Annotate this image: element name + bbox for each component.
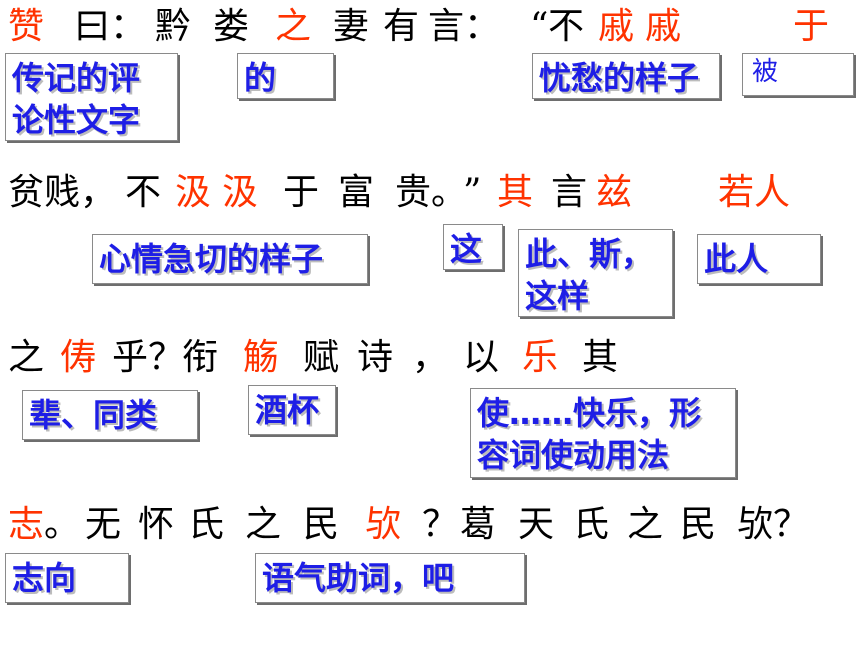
keyword-yu: 于 <box>793 6 830 47</box>
passage-line-1: 赞 曰： 黔 娄 之 妻 有 言： “ 不 戚 戚 于 <box>0 7 860 47</box>
passage-word: 民 <box>303 504 340 545</box>
passage-word: 欤？ <box>737 504 810 545</box>
gloss-box-le: 使……快乐，形 容词使动用法 <box>470 388 736 478</box>
passage-line-3: 之 俦 乎？ 衔 觞 赋 诗 ， 以 乐 其 <box>0 338 860 378</box>
passage-word: 诗 <box>357 337 394 378</box>
keyword-zhi: 之 <box>275 6 312 47</box>
gloss-text: 被 <box>752 57 779 87</box>
passage-word: 葛 <box>460 504 497 545</box>
gloss-text: 心情急切的样子 <box>99 240 324 278</box>
gloss-box-chou: 辈、同类 <box>22 390 198 440</box>
gloss-box-zhi: 的 <box>237 53 334 99</box>
gloss-text: 此、斯， <box>525 235 654 273</box>
passage-word: 贫贱， <box>8 172 117 213</box>
passage-word: 乎？ <box>112 337 185 378</box>
gloss-box-zan: 传记的评 论性文字 <box>5 53 178 141</box>
close-quote: ” <box>463 172 482 213</box>
gloss-text: 的 <box>244 59 277 97</box>
passage-word: 天 <box>518 504 555 545</box>
passage-line-4: 志 。 无 怀 氏 之 民 欤 ？ 葛 天 氏 之 民 欤？ <box>0 505 860 545</box>
passage-word: ， <box>412 337 449 378</box>
passage-word: 于 <box>283 172 320 213</box>
keyword-zhi-aspiration: 志 <box>8 504 45 545</box>
passage-word: 曰： <box>74 6 147 47</box>
gloss-box-yu-particle: 语气助词，吧 <box>255 553 525 603</box>
keyword-ji-1: 汲 <box>175 172 212 213</box>
gloss-text: 辈、同类 <box>29 396 158 434</box>
passage-word: 氏 <box>188 504 225 545</box>
passage-word: 妻 <box>333 6 370 47</box>
passage-word: 之 <box>627 504 664 545</box>
gloss-box-ruoren: 此人 <box>697 234 821 284</box>
keyword-ruoren: 若人 <box>718 172 791 213</box>
gloss-box-qiqi: 忧愁的样子 <box>532 53 720 99</box>
keyword-qi-1: 戚 <box>598 6 635 47</box>
passage-word: 不 <box>548 6 585 47</box>
keyword-zan: 赞 <box>8 6 45 47</box>
gloss-box-zhi-aspiration: 志向 <box>5 553 129 603</box>
passage-line-2: 贫贱， 不 汲 汲 于 富 贵。 ” 其 言 兹 若人 <box>0 173 860 213</box>
gloss-text: 志向 <box>12 559 77 597</box>
keyword-qi-2: 戚 <box>645 6 682 47</box>
gloss-box-jiji: 心情急切的样子 <box>92 234 368 284</box>
keyword-le: 乐 <box>522 337 559 378</box>
gloss-text: 论性文字 <box>12 101 141 139</box>
passage-word: 无 <box>85 504 122 545</box>
gloss-box-shang: 酒杯 <box>248 385 336 435</box>
passage-word: 之 <box>245 504 282 545</box>
passage-word: 。 <box>44 504 81 545</box>
passage-word: 衔 <box>182 337 219 378</box>
gloss-text: 此人 <box>704 240 769 278</box>
gloss-box-qi: 这 <box>443 224 503 270</box>
gloss-box-yu: 被 <box>742 53 854 96</box>
gloss-text: 容词使动用法 <box>477 436 670 474</box>
keyword-ji-2: 汲 <box>222 172 259 213</box>
passage-word: 黔 <box>155 6 192 47</box>
passage-word: 言 <box>551 172 588 213</box>
keyword-chou: 俦 <box>60 337 97 378</box>
gloss-text: 忧愁的样子 <box>539 59 700 97</box>
passage-word: 氏 <box>573 504 610 545</box>
gloss-text: 酒杯 <box>255 391 320 429</box>
gloss-box-zi: 此、斯， 这样 <box>518 229 673 317</box>
open-quote: “ <box>530 6 549 47</box>
keyword-qi-pronoun: 其 <box>497 172 534 213</box>
passage-word: 怀 <box>138 504 175 545</box>
passage-word: 不 <box>125 172 162 213</box>
passage-word: 富 <box>338 172 375 213</box>
keyword-yu-particle: 欤 <box>365 504 402 545</box>
passage-word: ？ <box>422 504 459 545</box>
keyword-shang: 觞 <box>243 337 280 378</box>
gloss-text: 使……快乐，形 <box>477 394 702 432</box>
gloss-text: 语气助词，吧 <box>262 559 455 597</box>
passage-word: 之 <box>8 337 45 378</box>
passage-word: 民 <box>680 504 717 545</box>
passage-word: 以 <box>463 337 500 378</box>
passage-word: 其 <box>582 337 619 378</box>
passage-word: 贵。 <box>395 172 468 213</box>
passage-word: 赋 <box>303 337 340 378</box>
passage-word: 言： <box>428 6 501 47</box>
passage-word: 娄 <box>213 6 250 47</box>
gloss-text: 传记的评 <box>12 59 141 97</box>
passage-word: 有 <box>383 6 420 47</box>
gloss-text: 这 <box>450 230 483 268</box>
keyword-zi: 兹 <box>596 172 633 213</box>
gloss-text: 这样 <box>525 277 590 315</box>
